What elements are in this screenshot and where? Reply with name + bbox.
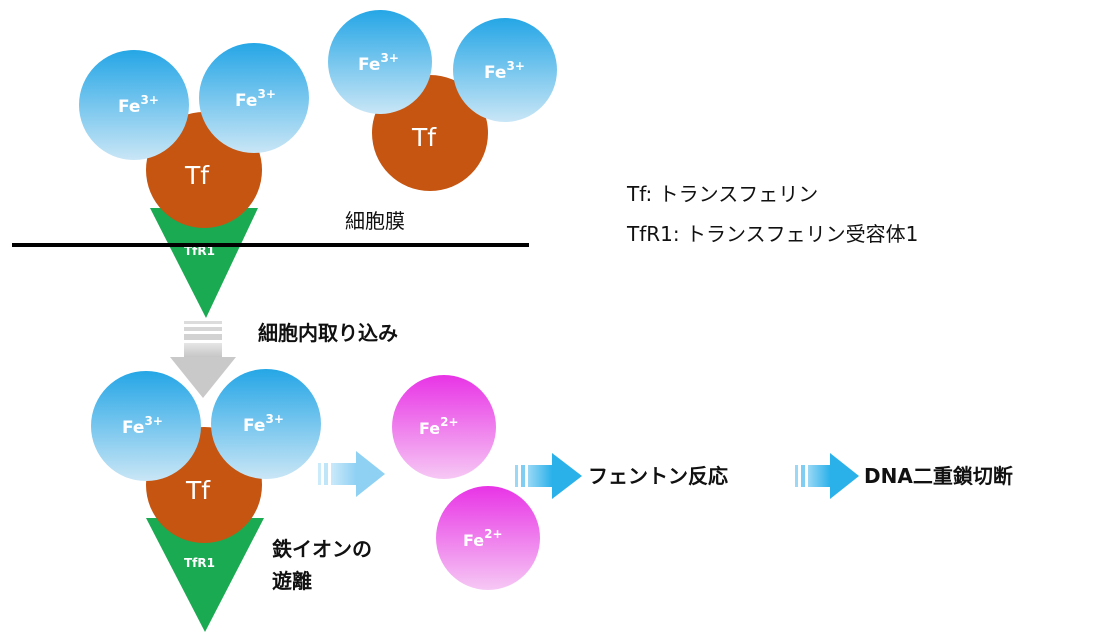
fe3-ball [328, 10, 432, 114]
fe3-label: Fe3+ [484, 59, 525, 83]
fe3-ball [79, 50, 189, 160]
membrane-complex: Fe3+ Fe3+ Tf TfR1 [79, 43, 309, 318]
dna-break-arrow [795, 453, 859, 499]
membrane-label: 細胞膜 [345, 209, 405, 233]
fe3-label: Fe3+ [122, 414, 163, 438]
fe3-ball [211, 369, 321, 479]
fenton-label: フェントン反応 [588, 464, 728, 488]
release-arrow [318, 451, 385, 497]
fe2-label: Fe2+ [419, 415, 459, 438]
fe3-ball [199, 43, 309, 153]
dna-break-label: DNA二重鎖切断 [864, 464, 1013, 488]
fe2-label: Fe2+ [463, 527, 503, 550]
fe3-label: Fe3+ [235, 87, 276, 111]
tfr1-receptor-top [150, 208, 258, 318]
tfr1-label: TfR1 [184, 556, 215, 570]
internalized-complex: Fe3+ Fe3+ Tf TfR1 [91, 369, 321, 632]
fenton-arrow [515, 453, 582, 499]
tf-label: Tf [411, 123, 437, 152]
tf-label: Tf [184, 161, 210, 190]
internalization-arrow [170, 321, 236, 398]
tfr1-label: TfR1 [184, 244, 215, 258]
legend-tfr1: TfR1: トランスフェリン受容体1 [626, 222, 918, 246]
iron-release-label-line2: 遊離 [272, 569, 312, 593]
fe3-ball [91, 371, 201, 481]
ferrous-ions: Fe2+ Fe2+ [392, 375, 540, 590]
fe3-label: Fe3+ [358, 51, 399, 75]
fe3-label: Fe3+ [243, 412, 284, 436]
legend-tf: Tf: トランスフェリン [626, 182, 818, 206]
tf-label: Tf [185, 476, 211, 505]
fe3-ball [453, 18, 557, 122]
internalization-label: 細胞内取り込み [258, 321, 398, 345]
fe3-label: Fe3+ [118, 93, 159, 117]
fe2-ball [436, 486, 540, 590]
iron-release-label-line1: 鉄イオンの [272, 537, 372, 561]
fe2-ball [392, 375, 496, 479]
free-transferrin: Fe3+ Fe3+ Tf [328, 10, 557, 191]
tfr1-receptor-bottom [146, 518, 264, 632]
